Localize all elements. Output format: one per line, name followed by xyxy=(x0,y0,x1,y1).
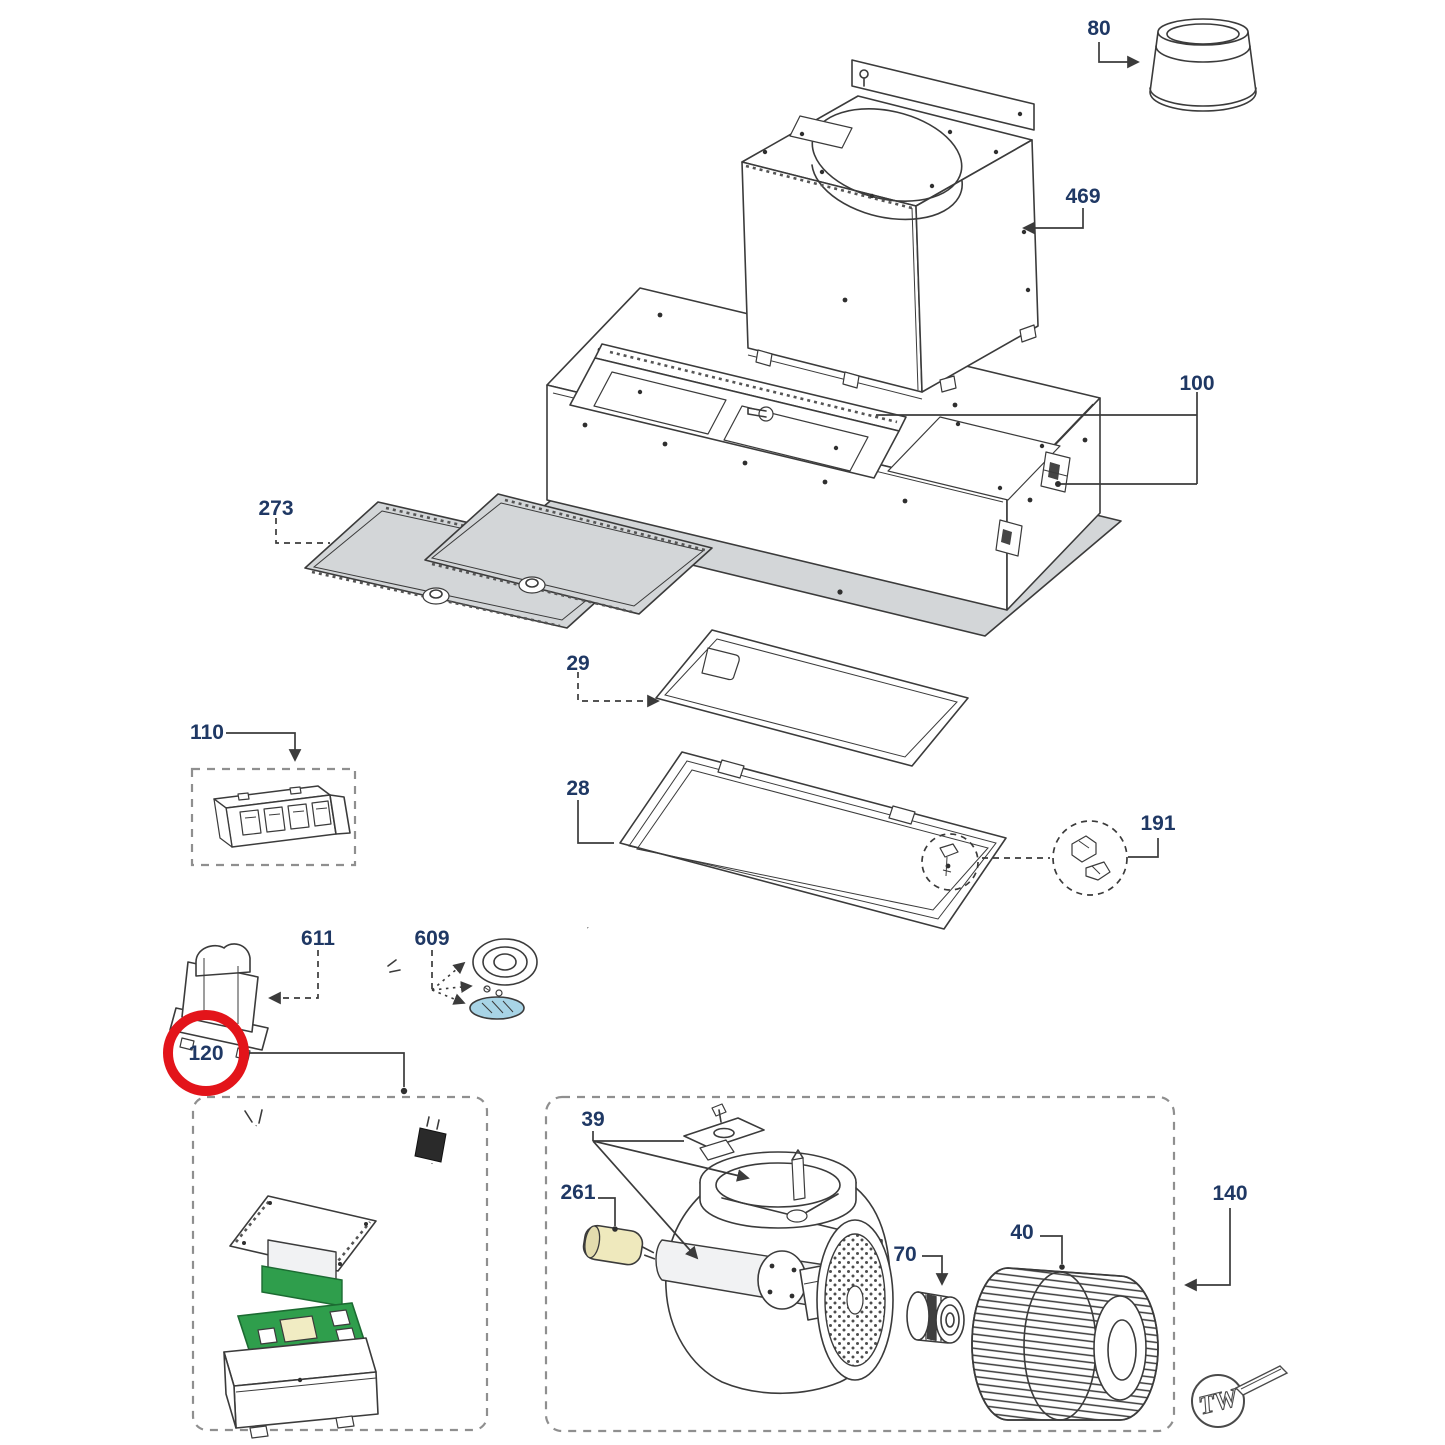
part-label-261: 261 xyxy=(560,1181,595,1204)
part-label-469: 469 xyxy=(1065,185,1100,208)
part-261-capacitor xyxy=(582,1224,656,1266)
switch-buttons xyxy=(239,800,332,836)
part-label-70: 70 xyxy=(893,1243,916,1266)
blower-grille xyxy=(816,1219,894,1381)
part-273-grease-filters xyxy=(304,493,713,629)
bracket-lower xyxy=(1085,861,1111,881)
control-box-cover-plate xyxy=(229,1195,377,1272)
chassis-latch-bracket-upper xyxy=(1040,451,1071,493)
motor-mount-bracket xyxy=(683,1103,765,1161)
blower-housing xyxy=(655,1149,894,1395)
part-label-273: 273 xyxy=(258,497,293,520)
callouts: 80 469 100 273 29 28 191 110 611 609 xyxy=(188,17,1248,1292)
plenum-right-face xyxy=(915,139,1039,393)
part-label-110: 110 xyxy=(190,721,224,744)
part-label-80: 80 xyxy=(1087,17,1110,40)
lamp-screws xyxy=(483,985,503,997)
part-label-39: 39 xyxy=(581,1108,604,1131)
part-110-control-switch xyxy=(190,767,357,867)
part-label-191: 191 xyxy=(1140,812,1175,835)
lamp-lens xyxy=(469,996,525,1020)
plenum-mounting-plate xyxy=(851,59,1035,131)
grease-filter-front xyxy=(424,493,713,615)
part-140-motor-assembly xyxy=(544,1095,1176,1433)
chassis-access-panel xyxy=(887,416,1061,501)
highlight-annotation-circle xyxy=(163,1010,249,1096)
chassis-vent-assembly xyxy=(569,343,907,479)
panel-28-hinge-left xyxy=(717,759,745,779)
detail-box-120 xyxy=(191,1095,489,1432)
part-label-609: 609 xyxy=(414,927,449,950)
part-40-blower-wheel xyxy=(971,1267,1159,1421)
control-box-base xyxy=(223,1337,379,1439)
plenum-top-slot xyxy=(789,115,853,149)
pcb-relay xyxy=(279,1315,318,1343)
part-label-120: 120 xyxy=(188,1042,223,1065)
panel-29-tab xyxy=(701,647,740,681)
detail-box-140 xyxy=(544,1095,1176,1433)
part-609-lamp xyxy=(469,913,592,1020)
part-191-bracket-detail xyxy=(1052,820,1128,896)
part-label-611: 611 xyxy=(301,927,335,950)
part-80-duct-reducer xyxy=(1149,18,1257,112)
panel-28-bracket-position-circle xyxy=(921,833,979,891)
cable-connector xyxy=(414,1116,447,1163)
part-label-40: 40 xyxy=(1010,1221,1033,1244)
detail-box-110 xyxy=(190,767,357,867)
panel-28-hinge-right xyxy=(888,805,916,825)
chassis-latch-bracket-lower xyxy=(995,519,1023,557)
part-label-29: 29 xyxy=(566,652,589,675)
brand-logo: TW xyxy=(1191,1365,1289,1428)
part-469-plenum-box xyxy=(741,59,1039,400)
part-28-panel xyxy=(619,751,1007,930)
part-120-control-box xyxy=(191,1095,489,1439)
part-label-140: 140 xyxy=(1212,1182,1247,1205)
part-label-100: 100 xyxy=(1179,372,1214,395)
bracket-upper xyxy=(1071,835,1097,863)
part-label-28: 28 xyxy=(566,777,590,800)
part-29-panel xyxy=(655,629,969,767)
part-70-coupler xyxy=(906,1291,965,1344)
